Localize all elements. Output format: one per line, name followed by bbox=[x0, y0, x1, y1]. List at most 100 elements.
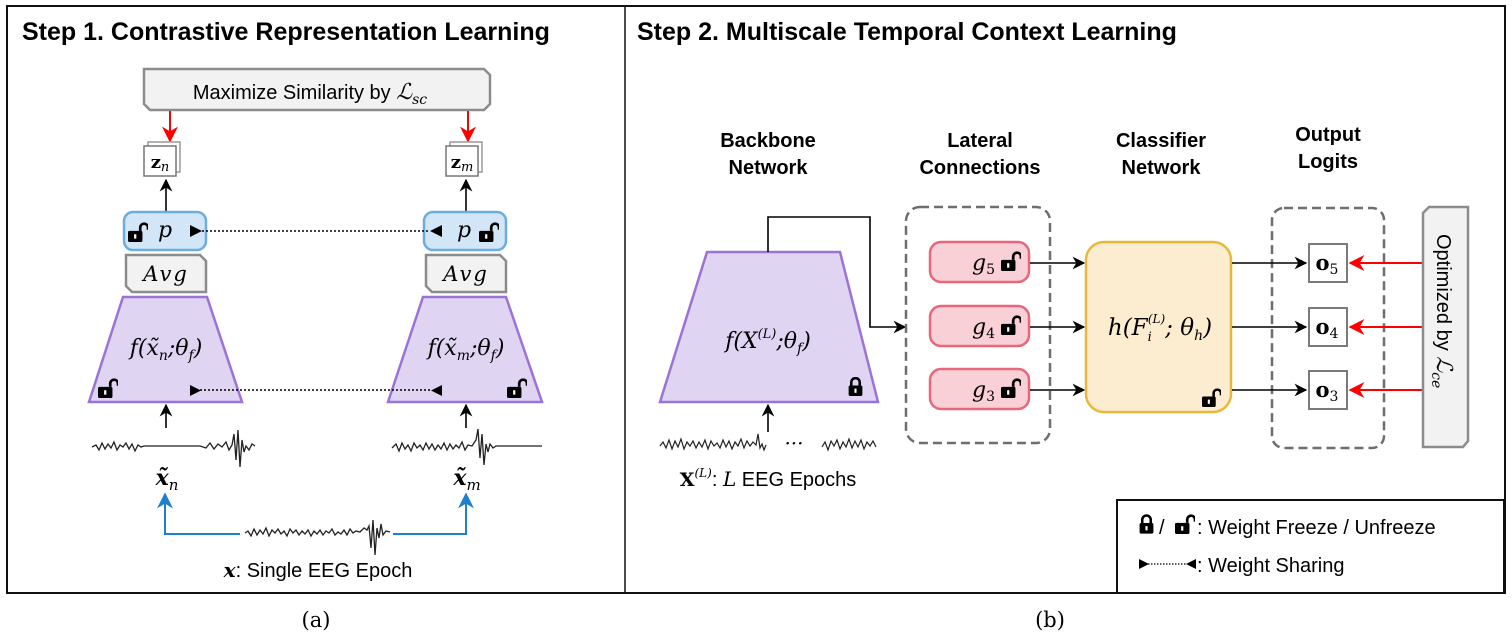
projector-right: p bbox=[422, 210, 508, 252]
loss-symbol: ℒ bbox=[396, 80, 413, 105]
legend-freeze-text: : Weight Freeze / Unfreeze bbox=[1197, 517, 1436, 539]
z-n-sub: n bbox=[161, 160, 169, 175]
svg-text:f(X(L);θf): f(X(L);θf) bbox=[723, 327, 811, 357]
backbone-network: f(X(L);θf) bbox=[658, 250, 880, 404]
svg-text:x: Single EEG Epoch: x: Single EEG Epoch bbox=[223, 558, 413, 582]
lateral-module-label: g bbox=[972, 315, 986, 340]
ce-loss-symbol: ℒ bbox=[1431, 356, 1456, 373]
eeg-epochs-signal-right bbox=[821, 437, 877, 452]
svg-text:zm: zm bbox=[451, 152, 474, 175]
avg-right-label: Avg bbox=[441, 262, 489, 286]
svg-text:f(x̃m;θf): f(x̃m;θf) bbox=[426, 336, 505, 364]
avg-pool-right: Avg bbox=[424, 253, 508, 294]
projector-left: p bbox=[122, 210, 208, 252]
avg-left-label: Avg bbox=[141, 262, 189, 286]
input-left-label: x̃ bbox=[155, 465, 170, 491]
backbone-to-lateral-arrow bbox=[767, 216, 907, 334]
legend: / : Weight Freeze / Unfreeze : Weight Sh… bbox=[1116, 499, 1505, 594]
input-var: X bbox=[680, 469, 695, 491]
z-m-box: zm bbox=[445, 141, 483, 177]
svg-text:o4: o4 bbox=[1316, 314, 1339, 342]
projector-right-label: p bbox=[457, 218, 471, 243]
lateral-module-index: 3 bbox=[986, 389, 995, 405]
source-eeg-signal bbox=[244, 519, 391, 556]
lateral-module-g4: g4 bbox=[928, 304, 1031, 348]
lateral-module-g3: g3 bbox=[928, 367, 1031, 411]
svg-text:zn: zn bbox=[151, 152, 170, 175]
output-logit-index: 4 bbox=[1330, 326, 1339, 342]
header-backbone-2: Network bbox=[729, 157, 809, 179]
svg-text:o5: o5 bbox=[1316, 250, 1339, 278]
similarity-objective-box: Maximize Similarity by ℒsc bbox=[142, 67, 492, 112]
lateral-module-label: g bbox=[972, 378, 986, 403]
classifier-label: h(F bbox=[1108, 315, 1149, 341]
lateral-module-index: 5 bbox=[986, 262, 995, 278]
classifier-network: h(Fi(L); θh) bbox=[1084, 240, 1233, 414]
header-lateral-1: Lateral bbox=[947, 130, 1013, 152]
panel-a: Step 1. Contrastive Representation Learn… bbox=[22, 18, 550, 582]
lateral-module-index: 4 bbox=[986, 326, 995, 342]
svg-text:g4: g4 bbox=[972, 315, 995, 342]
ellipsis: ··· bbox=[784, 431, 803, 455]
svg-text:Optimized by ℒce: Optimized by ℒce bbox=[1428, 234, 1456, 388]
lateral-module-label: g bbox=[972, 251, 986, 276]
ce-objective-text: Optimized by bbox=[1432, 234, 1454, 356]
source-var: x bbox=[223, 558, 237, 582]
encoder-left-label: f(x̃ bbox=[128, 336, 160, 361]
header-lateral-2: Connections bbox=[919, 157, 1040, 179]
objective-text: Maximize Similarity by bbox=[193, 82, 396, 104]
backbone-label: f(X bbox=[723, 329, 759, 354]
svg-text:X(L): L EEG Epochs: X(L): L EEG Epochs bbox=[680, 466, 857, 491]
svg-text:Maximize Similarity by ℒsc: Maximize Similarity by ℒsc bbox=[193, 80, 427, 108]
output-logit-o3: o3 bbox=[1308, 370, 1348, 410]
encoder-left: f(x̃n;θf) bbox=[87, 295, 244, 404]
z-n-box: zn bbox=[143, 141, 181, 177]
input-right-label: x̃ bbox=[452, 465, 467, 491]
augmentation-arrow-left bbox=[157, 492, 240, 535]
augmented-signal-left bbox=[91, 429, 256, 468]
header-classifier-2: Network bbox=[1122, 157, 1202, 179]
panel-a-title: Step 1. Contrastive Representation Learn… bbox=[22, 18, 550, 46]
augmented-signal-right bbox=[391, 428, 542, 466]
header-output-2: Logits bbox=[1298, 151, 1358, 173]
z-m-sub: m bbox=[461, 160, 473, 175]
panel-b-title: Step 2. Multiscale Temporal Context Lear… bbox=[637, 18, 1177, 46]
legend-sharing-text: : Weight Sharing bbox=[1197, 555, 1345, 577]
loss-subscript: sc bbox=[412, 92, 427, 108]
source-label: : Single EEG Epoch bbox=[236, 560, 413, 582]
output-logit-label: o bbox=[1316, 250, 1330, 275]
svg-text:g5: g5 bbox=[972, 251, 995, 278]
ce-objective-box: Optimized by ℒce bbox=[1421, 205, 1470, 449]
header-output-1: Output bbox=[1295, 124, 1361, 146]
output-logit-index: 5 bbox=[1330, 262, 1339, 278]
panel-b: Step 2. Multiscale Temporal Context Lear… bbox=[637, 18, 1505, 594]
output-logit-o5: o5 bbox=[1308, 243, 1348, 283]
caption-a: (a) bbox=[302, 608, 331, 632]
ce-loss-subscript: ce bbox=[1428, 372, 1444, 388]
svg-text:f(x̃n;θf): f(x̃n;θf) bbox=[128, 336, 203, 364]
input-label: EEG Epochs bbox=[736, 469, 856, 491]
svg-text:o3: o3 bbox=[1316, 377, 1339, 405]
z-n-label: z bbox=[151, 152, 161, 173]
svg-text:h(Fi(L); θh): h(Fi(L); θh) bbox=[1108, 312, 1212, 345]
svg-text:x̃m: x̃m bbox=[452, 465, 480, 494]
legend-separator: / bbox=[1159, 517, 1165, 539]
header-backbone-1: Backbone bbox=[720, 130, 816, 152]
svg-text:g3: g3 bbox=[972, 378, 995, 405]
figure-frame bbox=[6, 5, 1506, 594]
z-m-label: z bbox=[451, 152, 461, 173]
eeg-epochs-signal-left bbox=[659, 433, 767, 452]
header-classifier-1: Classifier bbox=[1116, 130, 1206, 152]
projector-left-label: p bbox=[158, 218, 172, 243]
output-logit-o4: o4 bbox=[1308, 307, 1348, 347]
avg-pool-left: Avg bbox=[124, 253, 208, 294]
output-logit-index: 3 bbox=[1330, 389, 1339, 405]
encoder-right-label: f(x̃ bbox=[426, 336, 458, 361]
output-logit-label: o bbox=[1316, 314, 1330, 339]
encoder-right: f(x̃m;θf) bbox=[386, 295, 544, 404]
output-logit-label: o bbox=[1316, 377, 1330, 402]
lateral-connections-group bbox=[904, 205, 1052, 445]
